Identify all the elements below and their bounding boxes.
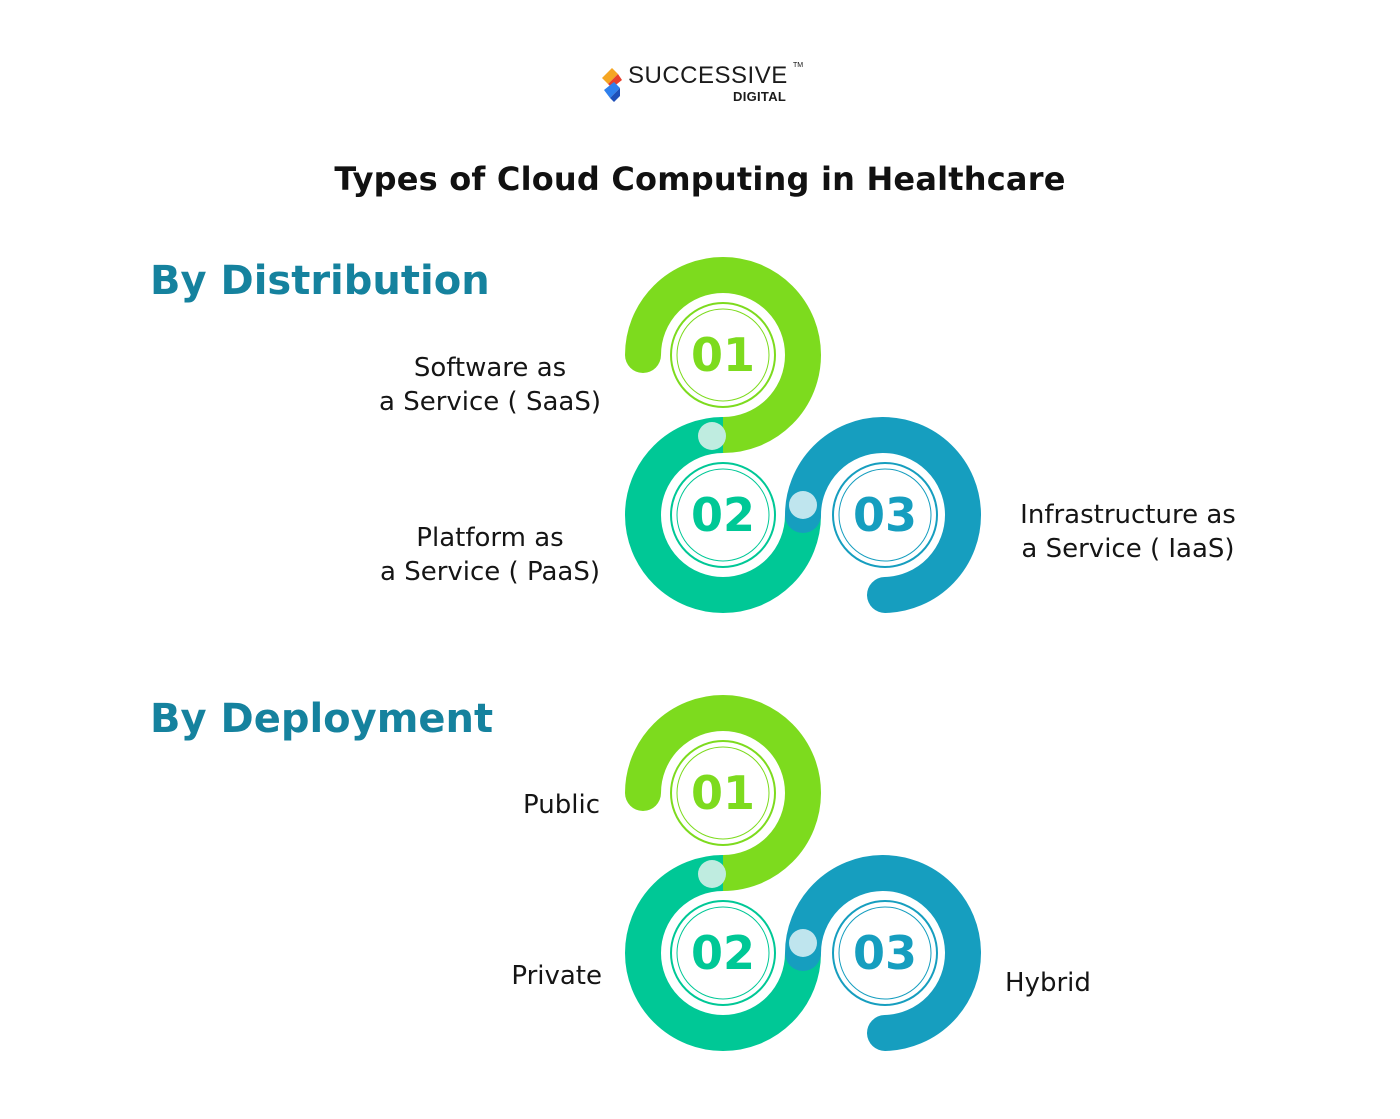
label-iaas-line1: Infrastructure as [1020, 500, 1236, 530]
label-saas-line1: Software as [413, 353, 567, 383]
brand-logo: SUCCESSIVE TM DIGITAL [600, 62, 810, 108]
section-heading-deployment: By Deployment [150, 696, 494, 742]
ring-01-inner [676, 746, 770, 840]
step-number-03: 03 [852, 926, 917, 980]
label-paas: Platform as a Service ( PaaS) [360, 521, 620, 589]
label-iaas-line2: a Service ( IaaS) [1021, 534, 1235, 564]
distribution-diagram: 01 02 03 [600, 250, 1010, 620]
label-iaas: Infrastructure as a Service ( IaaS) [1000, 498, 1256, 566]
label-paas-line2: a Service ( PaaS) [380, 557, 600, 587]
arc-03 [785, 855, 981, 1051]
label-hybrid: Hybrid [1005, 968, 1091, 998]
arc-02 [625, 855, 821, 1051]
arc-01 [625, 695, 821, 891]
label-public: Public [523, 790, 600, 820]
step-number-01: 01 [690, 328, 755, 382]
page-title: Types of Cloud Computing in Healthcare [334, 160, 1066, 198]
label-saas-line2: a Service ( SaaS) [379, 387, 601, 417]
label-paas-line1: Platform as [416, 523, 564, 553]
deployment-diagram: 01 02 03 [600, 688, 1010, 1058]
ring-02-inner [676, 906, 770, 1000]
joint-dot [698, 860, 726, 888]
logo-mark-icon [602, 68, 622, 102]
joint-dot [698, 422, 726, 450]
ring-03-inner [838, 468, 932, 562]
label-private: Private [511, 961, 602, 991]
step-number-02: 02 [690, 926, 755, 980]
joint-dot [789, 491, 817, 519]
logo-trademark: TM [793, 62, 804, 69]
ring-03-inner [838, 906, 932, 1000]
logo-word: SUCCESSIVE [628, 62, 788, 89]
section-heading-distribution: By Distribution [150, 258, 490, 304]
step-number-03: 03 [852, 488, 917, 542]
label-saas: Software as a Service ( SaaS) [360, 351, 620, 419]
arc-03 [785, 417, 981, 613]
arc-01 [625, 257, 821, 453]
ring-02-inner [676, 468, 770, 562]
logo-subword: DIGITAL [733, 89, 787, 104]
step-number-02: 02 [690, 488, 755, 542]
ring-01-inner [676, 308, 770, 402]
joint-dot [789, 929, 817, 957]
step-number-01: 01 [690, 766, 755, 820]
arc-02 [625, 417, 821, 613]
